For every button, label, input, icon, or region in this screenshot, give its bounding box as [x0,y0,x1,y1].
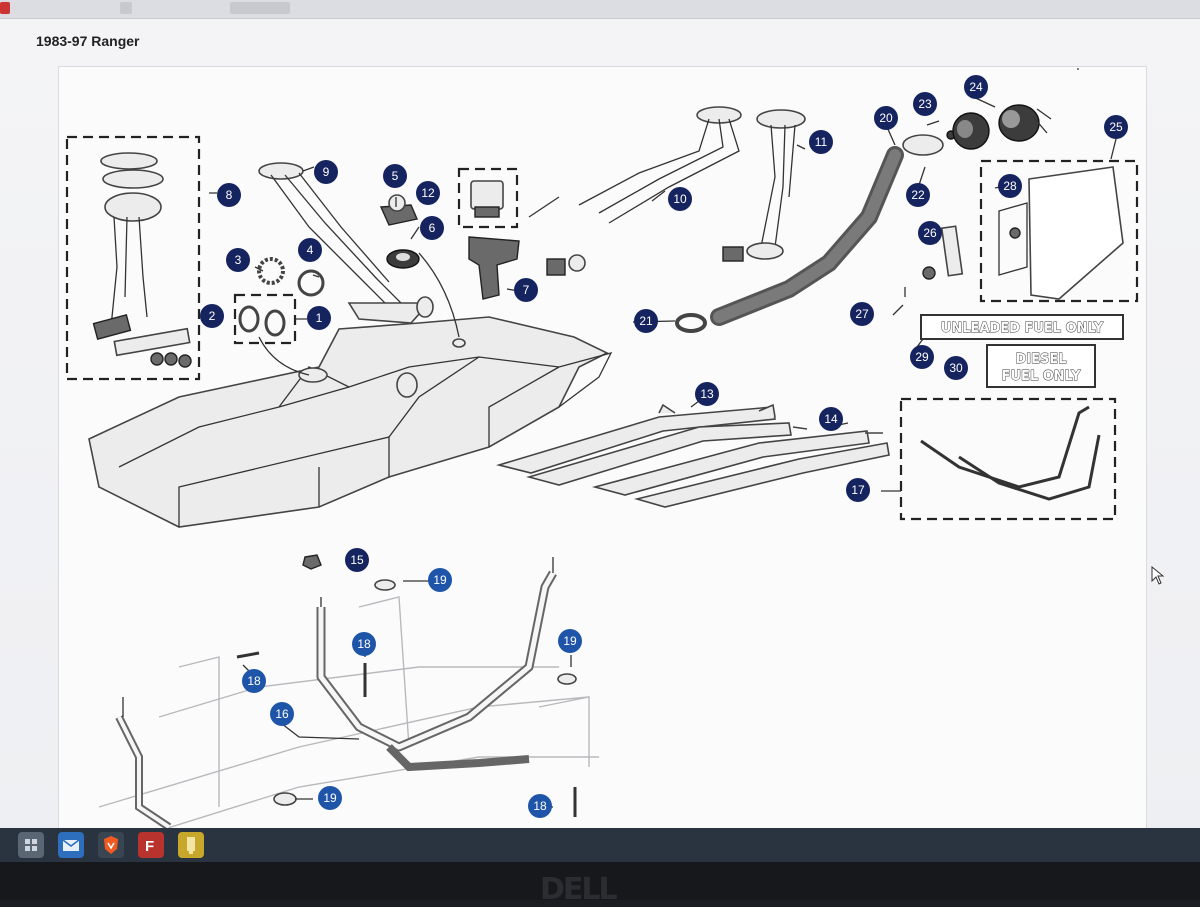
fuel-pump-11 [722,109,806,262]
page-title: 1983-97 Ranger [36,33,140,49]
diesel-label-box [986,344,1096,388]
diesel-label-line2: FUEL ONLY [1002,369,1081,384]
svg-text:F: F [145,838,154,855]
filezilla-icon[interactable]: F [138,832,164,858]
tab-favicon[interactable] [0,2,10,14]
tab-stub[interactable] [230,2,290,14]
unleaded-label: UNLEADED FUEL ONLY [941,321,1104,336]
group-box-sender [65,135,201,381]
frame-illustration [98,596,599,837]
diagram-drawing: UNLEADED FUEL ONLY DIESEL FUEL ONLY [65,68,1139,837]
tab-stub[interactable] [120,2,132,14]
browser-top-bar [0,0,1200,19]
mail-icon[interactable] [58,832,84,858]
parts-diagram: UNLEADED FUEL ONLY DIESEL FUEL ONLY [58,66,1147,838]
app-icon[interactable] [178,832,204,858]
diesel-label-line1: DIESEL [1015,352,1066,367]
brave-browser-icon[interactable] [98,832,124,858]
group-box-straps [899,397,1117,521]
fuel-tank-straps [495,403,890,508]
fuel-tank [88,316,613,528]
group-box-fuel-door [979,159,1139,303]
start-icon[interactable] [18,832,44,858]
mouse-cursor-icon [1151,566,1165,585]
fuel-pump-assembly [258,162,434,324]
monitor-bezel [0,862,1200,900]
dell-logo: DELL [540,872,618,907]
screen: 1983-97 Ranger [0,0,1200,862]
taskbar: F [0,828,1200,862]
group-box-connector [457,167,519,229]
fuel-pump-10 [546,106,742,276]
fuel-sender-unit [92,152,192,368]
unleaded-label-box [920,314,1124,340]
